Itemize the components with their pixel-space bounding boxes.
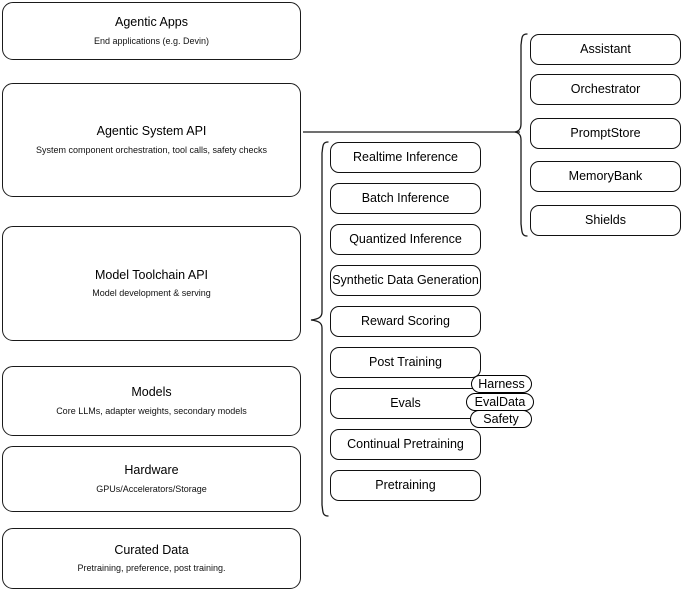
- layer-title: Curated Data: [114, 542, 189, 557]
- component-label: Orchestrator: [570, 81, 641, 96]
- layer-subtitle: End applications (e.g. Devin): [93, 35, 210, 46]
- layer-curated-data[interactable]: Curated Data Pretraining, preference, po…: [2, 528, 301, 589]
- component-label: MemoryBank: [568, 168, 643, 183]
- component-label: Assistant: [580, 41, 631, 56]
- capability-pretraining[interactable]: Pretraining: [330, 470, 481, 501]
- component-label: PromptStore: [570, 125, 641, 140]
- capability-label: Batch Inference: [361, 190, 450, 205]
- brace-system-components: [514, 33, 528, 237]
- capability-label: Synthetic Data Generation: [332, 272, 479, 287]
- layer-subtitle: Pretraining, preference, post training.: [77, 563, 226, 574]
- component-label: Shields: [585, 212, 626, 227]
- layer-model-toolchain-api[interactable]: Model Toolchain API Model development & …: [2, 226, 301, 341]
- capability-label: Continual Pretraining: [347, 436, 464, 451]
- capability-label: Post Training: [369, 354, 442, 369]
- eval-badge-safety[interactable]: Safety: [470, 410, 532, 428]
- capability-label: Pretraining: [375, 477, 436, 492]
- layer-models[interactable]: Models Core LLMs, adapter weights, secon…: [2, 366, 301, 436]
- brace-toolchain-capabilities: [310, 141, 329, 517]
- eval-badge-label: Harness: [478, 377, 525, 391]
- layer-subtitle: Core LLMs, adapter weights, secondary mo…: [56, 405, 247, 416]
- capability-label: Realtime Inference: [353, 149, 458, 164]
- capability-label: Reward Scoring: [361, 313, 450, 328]
- layer-hardware[interactable]: Hardware GPUs/Accelerators/Storage: [2, 446, 301, 512]
- component-promptstore[interactable]: PromptStore: [530, 118, 681, 149]
- layer-agentic-system-api[interactable]: Agentic System API System component orch…: [2, 83, 301, 197]
- eval-badge-label: Safety: [483, 412, 519, 426]
- component-shields[interactable]: Shields: [530, 205, 681, 236]
- layer-title: Agentic System API: [96, 124, 207, 139]
- capability-synthetic-data-generation[interactable]: Synthetic Data Generation: [330, 265, 481, 296]
- component-memorybank[interactable]: MemoryBank: [530, 161, 681, 192]
- capability-post-training[interactable]: Post Training: [330, 347, 481, 378]
- capability-batch-inference[interactable]: Batch Inference: [330, 183, 481, 214]
- capability-label: Evals: [390, 395, 421, 410]
- component-assistant[interactable]: Assistant: [530, 34, 681, 65]
- layer-title: Hardware: [124, 463, 179, 478]
- capability-reward-scoring[interactable]: Reward Scoring: [330, 306, 481, 337]
- capability-label: Quantized Inference: [349, 231, 462, 246]
- layer-agentic-apps[interactable]: Agentic Apps End applications (e.g. Devi…: [2, 2, 301, 60]
- eval-badge-harness[interactable]: Harness: [471, 375, 532, 393]
- eval-badge-label: EvalData: [474, 395, 526, 409]
- capability-evals[interactable]: Evals: [330, 388, 481, 419]
- eval-badge-evaldata[interactable]: EvalData: [466, 393, 534, 411]
- capability-quantized-inference[interactable]: Quantized Inference: [330, 224, 481, 255]
- layer-subtitle: System component orchestration, tool cal…: [35, 144, 268, 155]
- capability-continual-pretraining[interactable]: Continual Pretraining: [330, 429, 481, 460]
- layer-title: Model Toolchain API: [94, 267, 209, 282]
- layer-subtitle: Model development & serving: [92, 288, 211, 299]
- layer-title: Models: [131, 385, 172, 400]
- layer-subtitle: GPUs/Accelerators/Storage: [96, 483, 207, 494]
- component-orchestrator[interactable]: Orchestrator: [530, 74, 681, 105]
- layer-title: Agentic Apps: [115, 15, 188, 30]
- capability-realtime-inference[interactable]: Realtime Inference: [330, 142, 481, 173]
